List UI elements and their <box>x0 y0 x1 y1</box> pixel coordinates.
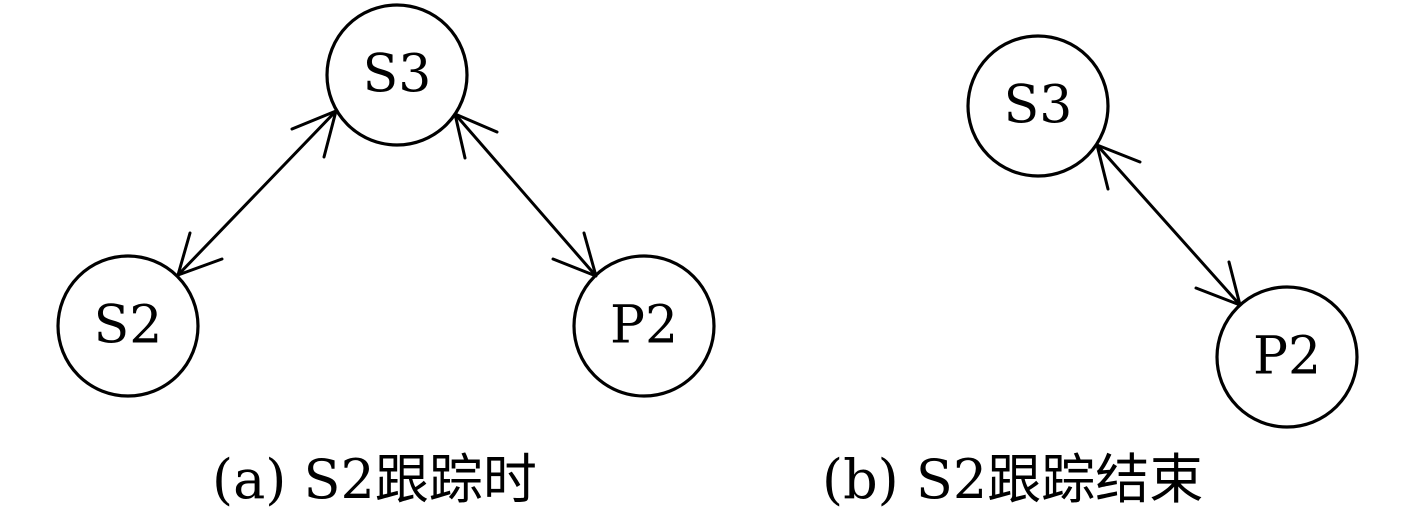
panel-a-caption: (a) S2跟踪时 <box>212 448 537 511</box>
panel-a-edge-s3-s2-line <box>176 109 338 277</box>
panel-a-edge-s3-s2-arrowhead-s2 <box>176 231 224 277</box>
panel-b: S3 P2 <box>966 34 1359 429</box>
panel-b-node-p2-circle <box>1215 285 1359 429</box>
panel-a-node-p2: P2 <box>572 254 716 398</box>
panel-a-edge-s3-p2-arrowhead-p2 <box>551 231 598 278</box>
panel-a: S3 S2 P2 <box>56 3 716 398</box>
panel-a-edge-s3-s2-arrowhead-s3 <box>290 109 338 159</box>
panel-a-node-s3: S3 <box>325 3 469 147</box>
panel-a-node-s2-circle <box>56 254 200 398</box>
panel-b-caption: (b) S2跟踪结束 <box>822 448 1204 511</box>
panel-a-node-p2-circle <box>572 254 716 398</box>
panel-b-edge-s3-p2-line <box>1095 144 1242 306</box>
panel-a-node-p2-label: P2 <box>610 296 678 356</box>
panel-b-node-s3-label: S3 <box>1004 76 1073 136</box>
panel-a-node-s2: S2 <box>56 254 200 398</box>
panel-b-node-p2: P2 <box>1215 285 1359 429</box>
panel-a-edge-s3-p2 <box>453 112 598 278</box>
panel-b-node-p2-label: P2 <box>1253 327 1321 387</box>
panel-b-edge-s3-p2 <box>1095 143 1242 307</box>
panel-a-edge-s3-p2-line <box>453 113 598 277</box>
panel-b-node-s3: S3 <box>966 34 1110 178</box>
panel-b-node-s3-circle <box>966 34 1110 178</box>
panel-b-edge-s3-p2-arrowhead-p2 <box>1194 260 1242 307</box>
panel-a-node-s3-label: S3 <box>363 45 432 105</box>
panel-a-edge-s3-p2-arrowhead-s3 <box>453 112 499 160</box>
panel-a-node-s3-circle <box>325 3 469 147</box>
panel-a-edge-s3-s2 <box>176 109 338 277</box>
panel-b-edge-s3-p2-arrowhead-s3 <box>1095 143 1142 191</box>
panel-a-node-s2-label: S2 <box>94 296 163 356</box>
